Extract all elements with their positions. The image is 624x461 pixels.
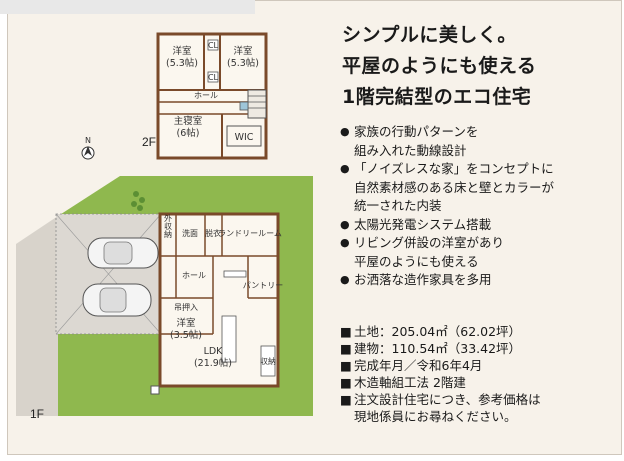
spec-item-text: 現地係員にお尋ねください。 bbox=[354, 409, 517, 424]
plan-2f: 洋室 (5.3帖) 洋室 (5.3帖) CL CL ホール 主寝室 (6帖) W… bbox=[156, 32, 268, 160]
room-1f-laundry: ランドリールーム bbox=[218, 229, 282, 238]
floor-plans: 洋室 (5.3帖) 洋室 (5.3帖) CL CL ホール 主寝室 (6帖) W… bbox=[8, 16, 340, 441]
feature-item: 平屋のようにも使える bbox=[340, 253, 620, 272]
spec-item-indent bbox=[340, 408, 354, 425]
room-1f-storage: 収納 bbox=[260, 356, 276, 366]
feature-item-marker: ● bbox=[340, 162, 350, 175]
room-2f-western2: 洋室 bbox=[233, 45, 252, 57]
floor-plan-drawing: 洋室 (5.3帖) 洋室 (5.3帖) CL CL ホール 主寝室 (6帖) W… bbox=[16, 32, 313, 421]
room-1f-western-size: (3.5帖) bbox=[170, 329, 202, 341]
room-1f-pantry: パントリー bbox=[243, 281, 283, 290]
room-2f-cl-1: CL bbox=[208, 41, 219, 50]
spec-item-marker: ■ bbox=[340, 341, 352, 356]
room-2f-western1-size: (5.3帖) bbox=[166, 57, 198, 69]
top-strip bbox=[0, 0, 255, 14]
plan-1f: 外収納 洗面 脱衣 ランドリールーム ホール 吊押入 洋室 (3.5帖) パント… bbox=[16, 176, 313, 416]
room-1f-storage-out: 外収納 bbox=[164, 213, 173, 239]
spec-item-marker: ■ bbox=[340, 375, 352, 390]
feature-item: ● 太陽光発電システム搭載 bbox=[340, 216, 620, 235]
floor-label-1f: 1F bbox=[30, 407, 44, 421]
feature-item-indent bbox=[340, 253, 354, 272]
spec-item: ■注文設計住宅につき、参考価格は bbox=[340, 391, 620, 408]
room-2f-western1: 洋室 bbox=[172, 45, 191, 57]
feature-item-text: 「ノイズレスな家」をコンセプトに bbox=[354, 161, 554, 176]
feature-list: ● 家族の行動パターンを組み入れた動線設計 ● 「ノイズレスな家」をコンセプトに自然素… bbox=[340, 123, 620, 290]
spec-item: 現地係員にお尋ねください。 bbox=[340, 408, 620, 425]
feature-item-text: 統一された内装 bbox=[354, 198, 442, 213]
headline-line-3: 1階完結型のエコ住宅 bbox=[342, 86, 532, 108]
room-2f-master-size: (6帖) bbox=[177, 127, 200, 139]
feature-item: ● 「ノイズレスな家」をコンセプトに bbox=[340, 160, 620, 179]
feature-item-text: 組み入れた動線設計 bbox=[354, 142, 467, 158]
feature-item-indent bbox=[340, 142, 354, 161]
spec-item-marker: ■ bbox=[340, 358, 352, 373]
feature-item-marker: ● bbox=[340, 125, 350, 138]
feature-item-marker: ● bbox=[340, 217, 350, 231]
feature-item-text: 家族の行動パターンを bbox=[354, 124, 479, 139]
feature-item: 組み入れた動線設計 bbox=[340, 142, 620, 161]
feature-item-text: お洒落な造作家具を多用 bbox=[354, 272, 492, 287]
headline: シンプルに美しく。 平屋のようにも使える 1階完結型のエコ住宅 bbox=[342, 20, 612, 113]
compass-icon: N bbox=[81, 136, 95, 160]
car-icon bbox=[87, 237, 159, 269]
spec-item-text: 木造軸組工法 2階建 bbox=[354, 375, 466, 390]
feature-item-marker: ● bbox=[340, 236, 350, 249]
room-2f-cl-2: CL bbox=[208, 73, 219, 82]
room-2f-master: 主寝室 bbox=[174, 115, 203, 127]
headline-line-1: シンプルに美しく。 bbox=[342, 24, 517, 46]
spec-item: ■木造軸組工法 2階建 bbox=[340, 374, 620, 391]
spec-item-text: 完成年月／令和6年4月 bbox=[354, 358, 483, 373]
feature-item: 統一された内装 bbox=[340, 197, 620, 216]
spec-item-marker: ■ bbox=[340, 324, 352, 339]
room-1f-ldk-size: (21.9帖) bbox=[194, 357, 232, 369]
room-2f-western2-size: (5.3帖) bbox=[227, 57, 259, 69]
room-1f-wash: 洗面 bbox=[182, 228, 198, 238]
room-1f-oshiire: 吊押入 bbox=[174, 302, 198, 312]
feature-item: 自然素材感のある床と壁とカラーが bbox=[340, 179, 620, 198]
spec-item-text: 建物：110.54㎡（33.42坪） bbox=[354, 341, 522, 356]
spec-item-text: 土地：205.04㎡（62.02坪） bbox=[354, 324, 522, 339]
room-1f-ldk: LDK bbox=[204, 346, 224, 357]
room-1f-bath: 脱衣 bbox=[205, 228, 221, 238]
floor-label-2f: 2F bbox=[142, 135, 156, 149]
spec-list: ■土地：205.04㎡（62.02坪）■建物：110.54㎡（33.42坪）■完… bbox=[340, 323, 620, 425]
room-1f-hall: ホール bbox=[182, 271, 206, 280]
room-2f-wic: WIC bbox=[235, 132, 254, 143]
feature-item-text: 太陽光発電システム搭載 bbox=[354, 216, 492, 232]
spec-item: ■土地：205.04㎡（62.02坪） bbox=[340, 323, 620, 340]
spec-item-text: 注文設計住宅につき、参考価格は bbox=[354, 392, 541, 407]
room-2f-hall: ホール bbox=[194, 91, 218, 100]
feature-item: ● 家族の行動パターンを bbox=[340, 123, 620, 142]
headline-line-2: 平屋のようにも使える bbox=[342, 55, 537, 77]
feature-item-indent bbox=[340, 197, 354, 216]
feature-item-indent bbox=[340, 179, 354, 198]
feature-item: ● リビング併設の洋室があり bbox=[340, 234, 620, 253]
feature-item-text: リビング併設の洋室があり bbox=[354, 235, 505, 250]
feature-item-text: 自然素材感のある床と壁とカラーが bbox=[354, 179, 555, 195]
spec-item: ■建物：110.54㎡（33.42坪） bbox=[340, 340, 620, 357]
spec-item: ■完成年月／令和6年4月 bbox=[340, 357, 620, 374]
feature-item-text: 平屋のようにも使える bbox=[354, 253, 479, 269]
room-1f-western: 洋室 bbox=[176, 317, 195, 329]
feature-item: ● お洒落な造作家具を多用 bbox=[340, 271, 620, 290]
feature-item-marker: ● bbox=[340, 273, 350, 286]
compass-label: N bbox=[85, 136, 91, 145]
car-icon bbox=[82, 283, 152, 317]
spec-item-marker: ■ bbox=[340, 392, 352, 407]
